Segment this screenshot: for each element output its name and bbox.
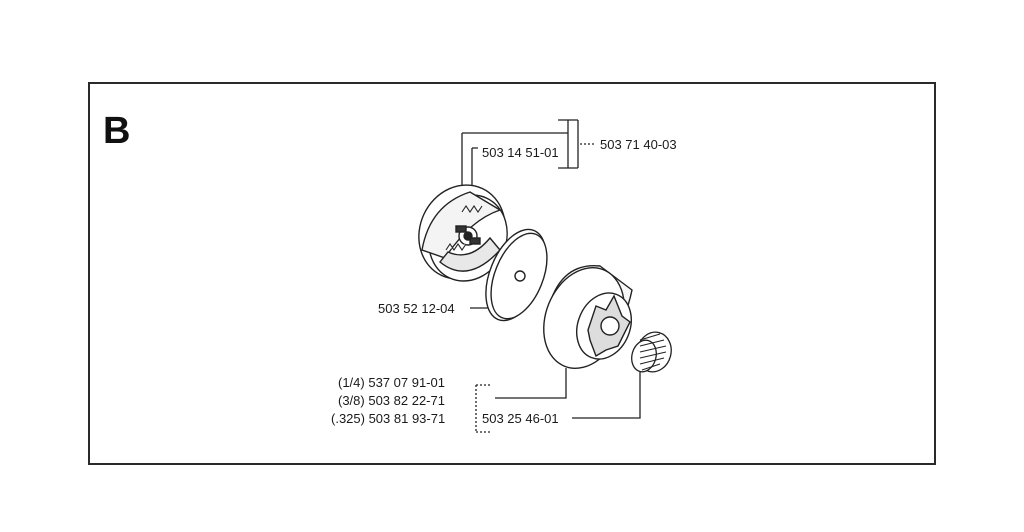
diagram-frame: [88, 82, 936, 465]
drum-three-eighths-label: (3/8) 503 82 22-71: [338, 393, 445, 408]
needle-bearing: [631, 331, 672, 373]
drum-quarter-label: (1/4) 537 07 91-01: [338, 375, 445, 390]
washer-label: 503 52 12-04: [378, 301, 455, 316]
drum-325-label: (.325) 503 81 93-71: [331, 411, 446, 426]
clutch-assembly-label: 503 71 40-03: [600, 137, 677, 152]
clutch-spring-label: 503 14 51-01: [482, 145, 559, 160]
section-letter: B: [103, 110, 131, 152]
drum-leader: [495, 368, 567, 399]
clutch-assembly: [418, 184, 508, 282]
clutch-drum: [543, 265, 633, 369]
washer: [485, 228, 548, 322]
needle-bearing-label: 503 25 46-01: [482, 411, 559, 426]
drum-options-bracket: [475, 384, 492, 433]
bearing-leader: [572, 368, 641, 419]
clutch-assembly-bracket: [461, 119, 579, 198]
